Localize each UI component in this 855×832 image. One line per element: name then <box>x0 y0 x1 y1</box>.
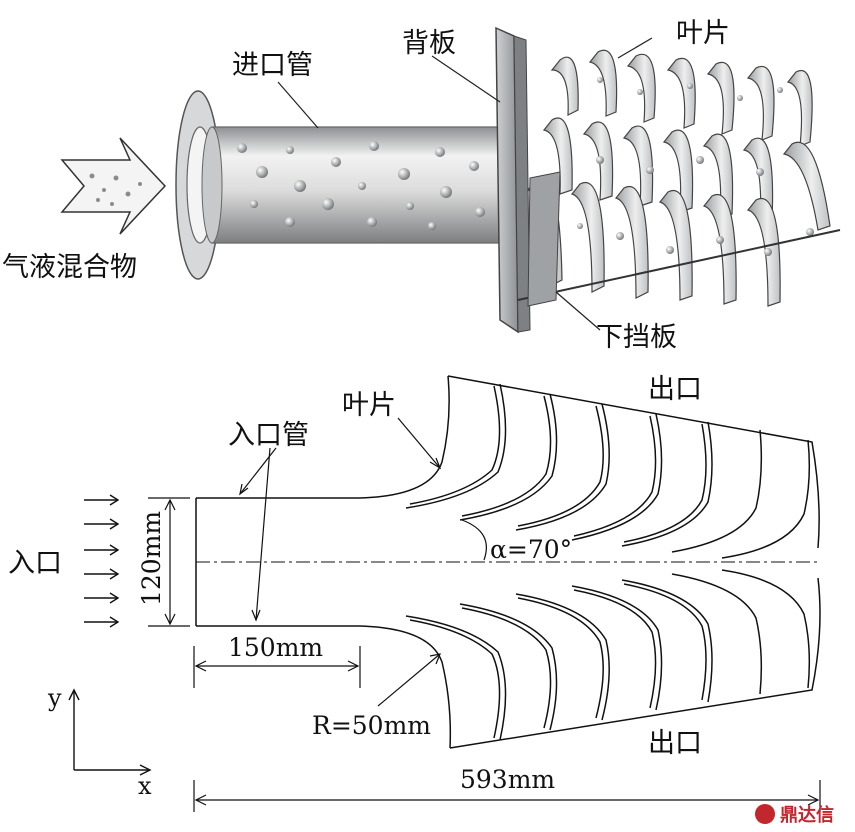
leader-blade-top <box>617 37 653 59</box>
label-outlet-top: 出口 <box>648 374 702 405</box>
inflow-arrow <box>60 137 167 235</box>
label-blade-bottom: 叶片 <box>342 390 396 421</box>
back-plate-web <box>527 171 561 307</box>
dim-pipe-length-line <box>193 646 361 688</box>
coord-axes <box>68 688 152 776</box>
upper-blades <box>405 383 811 559</box>
inflow-droplets <box>89 173 142 206</box>
label-axis-y: y <box>47 684 62 712</box>
label-outlet-bottom: 出口 <box>648 728 702 759</box>
pipe-droplets <box>237 141 485 230</box>
inflow-arrows <box>84 494 120 628</box>
label-dim-total-length: 593mm <box>460 765 555 794</box>
blade-droplets <box>577 77 814 256</box>
label-inlet-pipe: 进口管 <box>232 50 313 81</box>
label-dim-pipe-length: 150mm <box>228 633 323 662</box>
label-lower-baffle: 下挡板 <box>596 322 677 353</box>
illustration-3d: 进口管 背板 叶片 气液混合物 下挡板 <box>2 18 841 353</box>
lower-blades <box>405 569 811 741</box>
blade-array <box>526 49 831 307</box>
label-dim-radius: R=50mm <box>312 711 431 740</box>
dim-height-line <box>148 497 190 627</box>
label-dim-angle: α=70° <box>490 535 572 564</box>
label-blade-top: 叶片 <box>676 18 730 49</box>
leader-back-plate <box>431 55 501 103</box>
pipe-bottom-fillet <box>359 625 452 749</box>
label-inlet-pipe-bottom: 入口管 <box>228 420 309 451</box>
pipe-top-fillet <box>359 375 450 499</box>
inlet-pipe-end <box>201 126 223 244</box>
watermark-logo: 鼎达信 <box>755 804 834 826</box>
angle-arc <box>461 519 487 561</box>
watermark-text: 鼎达信 <box>780 804 834 826</box>
label-mixture: 气液混合物 <box>2 252 137 283</box>
schematic-2d <box>68 375 821 812</box>
schematic-leaders <box>239 417 442 707</box>
label-back-plate: 背板 <box>402 28 456 59</box>
label-inlet: 入口 <box>8 548 62 579</box>
label-dim-height: 120mm <box>137 511 166 606</box>
lower-baffle <box>517 229 841 301</box>
leader-inlet-pipe <box>277 81 319 129</box>
dim-total-length-line <box>193 780 821 812</box>
label-axis-x: x <box>138 772 152 800</box>
inlet-pipe <box>211 126 501 244</box>
leader-lower-baffle <box>555 291 601 331</box>
outer-envelope-bottom <box>449 577 821 749</box>
outer-envelope-top <box>447 375 820 549</box>
